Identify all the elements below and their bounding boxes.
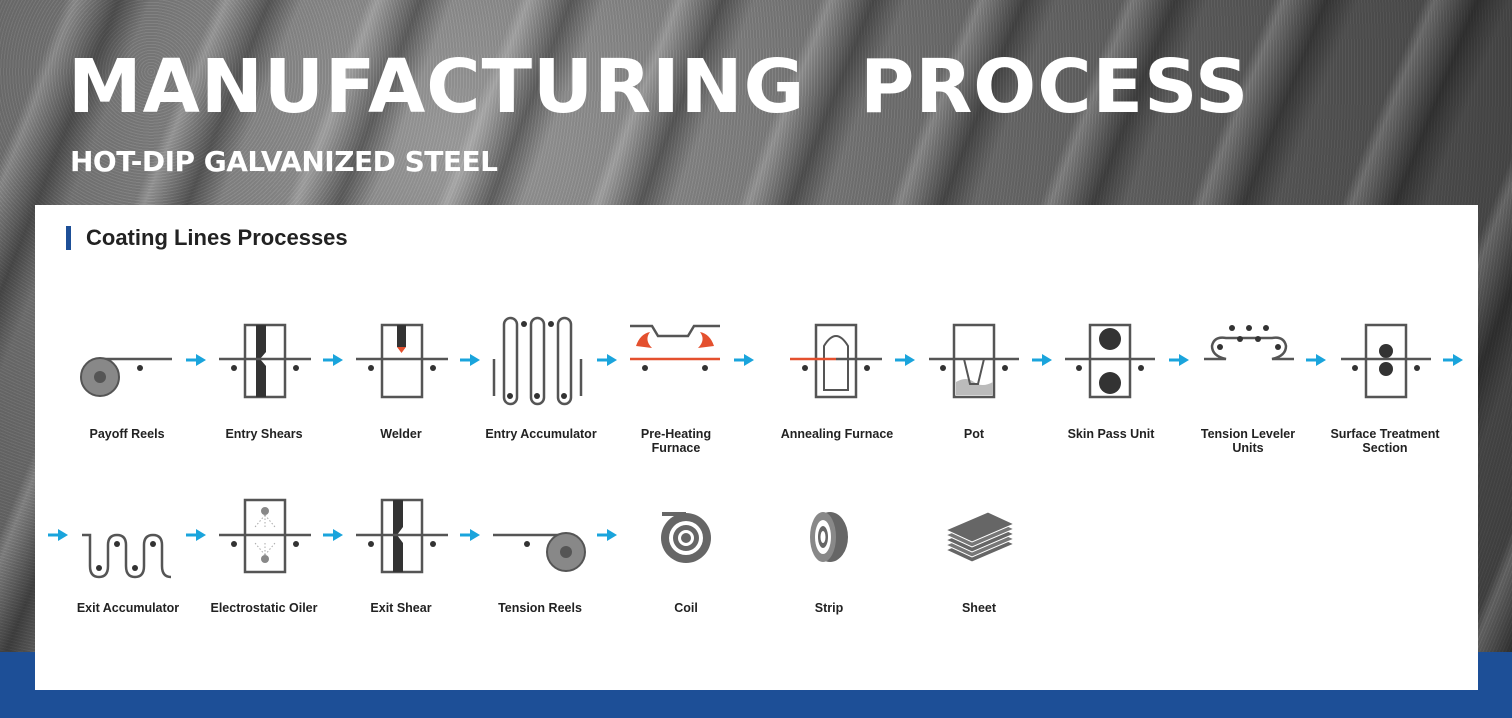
step-label-entry-accumulator: Entry Accumulator — [485, 427, 597, 441]
page-subtitle: HOT-DIP GALVANIZED STEEL — [70, 145, 498, 178]
process-panel — [35, 205, 1478, 690]
step-label-tension-reels: Tension Reels — [498, 601, 582, 615]
section-title: Coating Lines Processes — [66, 226, 348, 250]
step-label-entry-shears: Entry Shears — [225, 427, 303, 441]
step-label-skin-pass-unit: Skin Pass Unit — [1067, 427, 1155, 441]
step-label-electrostatic-oiler: Electrostatic Oiler — [210, 601, 318, 615]
page-title: MANUFACTURING PROCESS — [68, 44, 1250, 130]
step-label-pot: Pot — [963, 427, 985, 441]
step-label-exit-accumulator: Exit Accumulator — [76, 601, 180, 615]
step-label-welder: Welder — [380, 427, 422, 441]
step-label-strip: Strip — [814, 601, 844, 615]
step-label-sheet: Sheet — [961, 601, 997, 615]
step-label-exit-shear: Exit Shear — [370, 601, 432, 615]
step-label-coil: Coil — [674, 601, 698, 615]
step-label-payoff-reels: Payoff Reels — [89, 427, 165, 441]
step-label-annealing-furnace: Annealing Furnace — [780, 427, 894, 441]
